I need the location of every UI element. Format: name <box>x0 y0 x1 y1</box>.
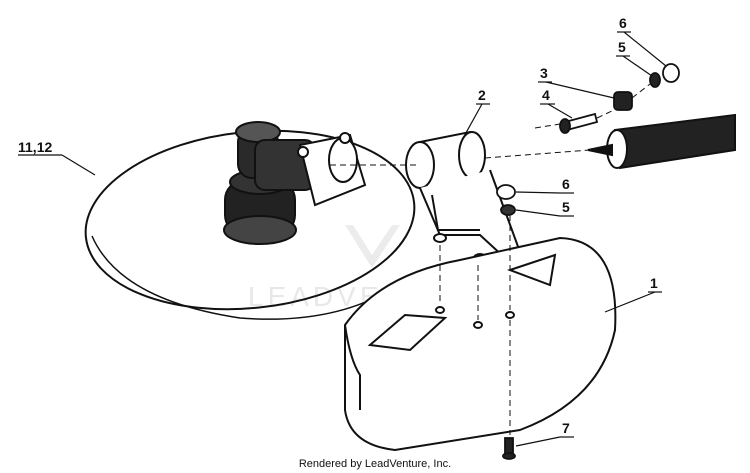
assembly-lines <box>330 83 651 435</box>
lower-guard <box>344 236 617 452</box>
trimmer-head <box>223 121 367 245</box>
clamp-bracket <box>405 130 522 263</box>
hardware <box>496 63 680 460</box>
callout-1: 1 <box>650 275 658 291</box>
callout-labels: 11,12 2 3 4 5 6 6 5 1 7 <box>18 15 658 436</box>
washer-5-top <box>649 72 661 88</box>
leader-lines <box>18 31 667 447</box>
nut-6-top <box>662 63 680 83</box>
callout-6-top: 6 <box>619 15 627 31</box>
footer-credit: Rendered by LeadVenture, Inc. <box>299 458 451 470</box>
callout-2: 2 <box>478 87 486 103</box>
callout-7: 7 <box>562 420 570 436</box>
callout-6-mid: 6 <box>562 176 570 192</box>
drive-shaft <box>587 113 736 170</box>
callout-4: 4 <box>542 87 550 103</box>
callout-3: 3 <box>540 65 548 81</box>
callout-5-mid: 5 <box>562 199 570 215</box>
nut-6-mid <box>496 184 516 200</box>
callout-5-top: 5 <box>618 39 626 55</box>
callout-11-12: 11,12 <box>18 139 52 155</box>
watermark-logo-icon <box>345 225 400 268</box>
spacer-3 <box>613 91 633 111</box>
washer-5-mid <box>500 204 516 216</box>
